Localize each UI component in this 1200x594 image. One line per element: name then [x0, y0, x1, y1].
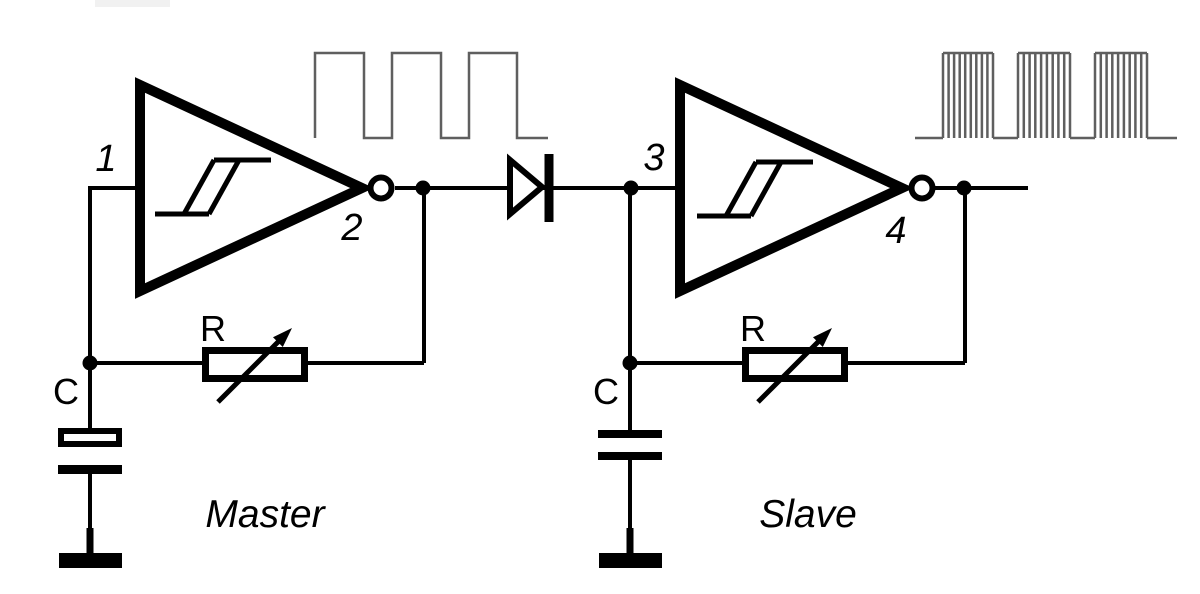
master-output-waveform [313, 51, 548, 140]
pin-4-label: 4 [885, 210, 906, 252]
schmitt-hysteresis-icon [697, 159, 813, 219]
resistor-body [742, 347, 848, 382]
variable-arrow-head-icon [273, 328, 292, 347]
master-oscillator: 1 2 R C Master [53, 51, 680, 568]
master-capacitor-label: C [53, 371, 79, 412]
slave-variable-resistor [742, 328, 848, 404]
master-ground-icon [59, 528, 122, 568]
master-caption: Master [205, 493, 326, 536]
capacitor-top-plate [58, 428, 122, 447]
master-output-junction-dot [415, 180, 431, 196]
slave-caption: Slave [759, 493, 857, 536]
master-resistor-label: R [200, 308, 226, 349]
variable-arrow-head-icon [813, 328, 832, 347]
capacitor-bottom-plate [598, 452, 662, 460]
master-inverter-bubble-icon [367, 174, 395, 202]
cropped-artifact [95, 0, 170, 7]
pin-3-label: 3 [643, 137, 664, 179]
pin-2-label: 2 [340, 207, 362, 249]
master-schmitt-inverter [135, 77, 374, 299]
slave-capacitor-component [598, 363, 662, 532]
slave-inverter-bubble-icon [908, 174, 936, 202]
slave-output-junction-dot [956, 180, 972, 196]
schmitt-hysteresis-icon [155, 157, 271, 217]
slave-resistor-label: R [740, 308, 766, 349]
slave-capacitor-label: C [593, 371, 619, 412]
capacitor-top-plate [598, 430, 662, 438]
slave-schmitt-inverter [675, 77, 914, 299]
master-variable-resistor [202, 328, 308, 404]
variable-arrow [756, 338, 822, 404]
variable-arrow [216, 338, 282, 404]
slave-oscillator: 3 4 R C Slave [593, 51, 1177, 568]
diode-anode-triangle [507, 153, 547, 221]
slave-ground-icon [599, 528, 662, 568]
slave-output-waveform [915, 51, 1177, 140]
capacitor-bottom-plate [58, 465, 122, 474]
pin-1-label: 1 [95, 138, 116, 180]
coupling-diode [507, 153, 554, 222]
master-capacitor-component [58, 363, 122, 532]
